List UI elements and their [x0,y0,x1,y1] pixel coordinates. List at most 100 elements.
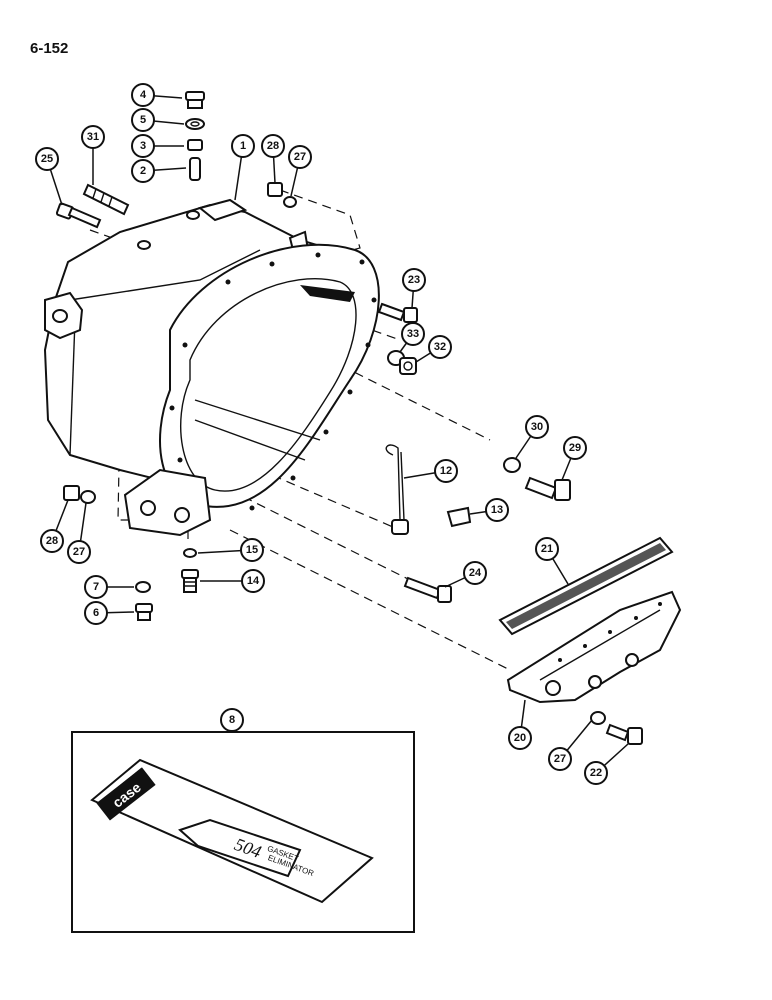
page-number: 6-152 [30,40,69,57]
callout-label: 6 [93,607,99,619]
callout-label: 21 [541,543,553,555]
callout-label: 28 [267,140,279,152]
callout-circle [67,540,91,564]
callout-label: 33 [407,328,419,340]
callout-circle [231,134,255,158]
callout-4: 4 [131,83,155,107]
callout-label: 5 [140,114,146,126]
fitting-14 [181,569,199,593]
bolt-25 [55,202,102,229]
callout-circle [131,108,155,132]
callout-24: 24 [463,561,487,585]
callout-label: 28 [46,535,58,547]
callout-circle [84,575,108,599]
callout-circle [131,83,155,107]
lockwasher-27-lower [80,490,96,504]
callout-circle [548,747,572,771]
callout-circle [563,436,587,460]
callout-circle [535,537,559,561]
callout-label: 1 [240,140,246,152]
callout-label: 2 [140,165,146,177]
callout-15: 15 [240,538,264,562]
callout-label: 27 [554,753,566,765]
callout-circle [525,415,549,439]
callout-14: 14 [241,569,265,593]
callout-21: 21 [535,537,559,561]
callout-27: 27 [548,747,572,771]
washer-5-hole [190,121,200,127]
callout-circle [401,322,425,346]
callout-label: 32 [434,341,446,353]
plug-4 [185,91,205,109]
callout-label: 8 [229,714,235,726]
callout-circle [220,708,244,732]
callout-29: 29 [563,436,587,460]
callout-circle [240,538,264,562]
callout-circle [131,134,155,158]
callout-circle [508,726,532,750]
callout-33: 33 [401,322,425,346]
callout-8: 8 [220,708,244,732]
gasket-21 [498,536,674,636]
callout-label: 23 [408,274,420,286]
callout-circle [584,761,608,785]
callout-7: 7 [84,575,108,599]
kit-logo-box [96,767,156,821]
callout-6: 6 [84,601,108,625]
callout-label: 3 [140,140,146,152]
sealant-kit: case 504 GASKET ELIMINATOR [71,731,415,933]
lockwasher-27-upper [283,196,297,208]
callout-circle [428,335,452,359]
callout-25: 25 [35,147,59,171]
bolt-29 [524,476,571,501]
oring-7 [135,581,151,593]
callout-13: 13 [485,498,509,522]
callout-label: 12 [440,465,452,477]
bolt-24 [403,576,452,603]
callout-circle [40,529,64,553]
callout-label: 13 [491,504,503,516]
callout-32: 32 [428,335,452,359]
callout-circle [434,459,458,483]
callout-28: 28 [40,529,64,553]
callout-label: 24 [469,567,482,579]
callout-circle [288,145,312,169]
nut-32 [399,357,417,375]
callout-label: 27 [294,151,306,163]
callout-label: 7 [93,581,99,593]
bracket-20 [506,590,682,704]
dipstick-12 [385,444,409,535]
kit-tube [178,818,302,878]
callout-27: 27 [288,145,312,169]
callout-27: 27 [67,540,91,564]
callout-circle [485,498,509,522]
callout-label: 4 [140,89,147,101]
bolt-22 [605,723,643,745]
bolt-23 [377,302,418,323]
lockwasher-30 [503,457,521,473]
callout-circle [402,268,426,292]
callout-label: 29 [569,442,581,454]
callout-circle [81,125,105,149]
callout-12: 12 [434,459,458,483]
washer-5 [185,118,205,130]
stud-31 [82,183,130,216]
callout-30: 30 [525,415,549,439]
callout-label: 30 [531,421,543,433]
callout-label: 27 [73,546,85,558]
callout-label: 31 [87,131,99,143]
callout-28: 28 [261,134,285,158]
callout-circle [131,159,155,183]
clutch-housing [43,198,380,537]
callout-31: 31 [81,125,105,149]
clip-13 [446,506,472,528]
pin-2 [189,157,201,181]
callout-circle [261,134,285,158]
callout-circle [463,561,487,585]
callout-label: 15 [246,544,258,556]
callout-circle [241,569,265,593]
callout-23: 23 [402,268,426,292]
callout-20: 20 [508,726,532,750]
